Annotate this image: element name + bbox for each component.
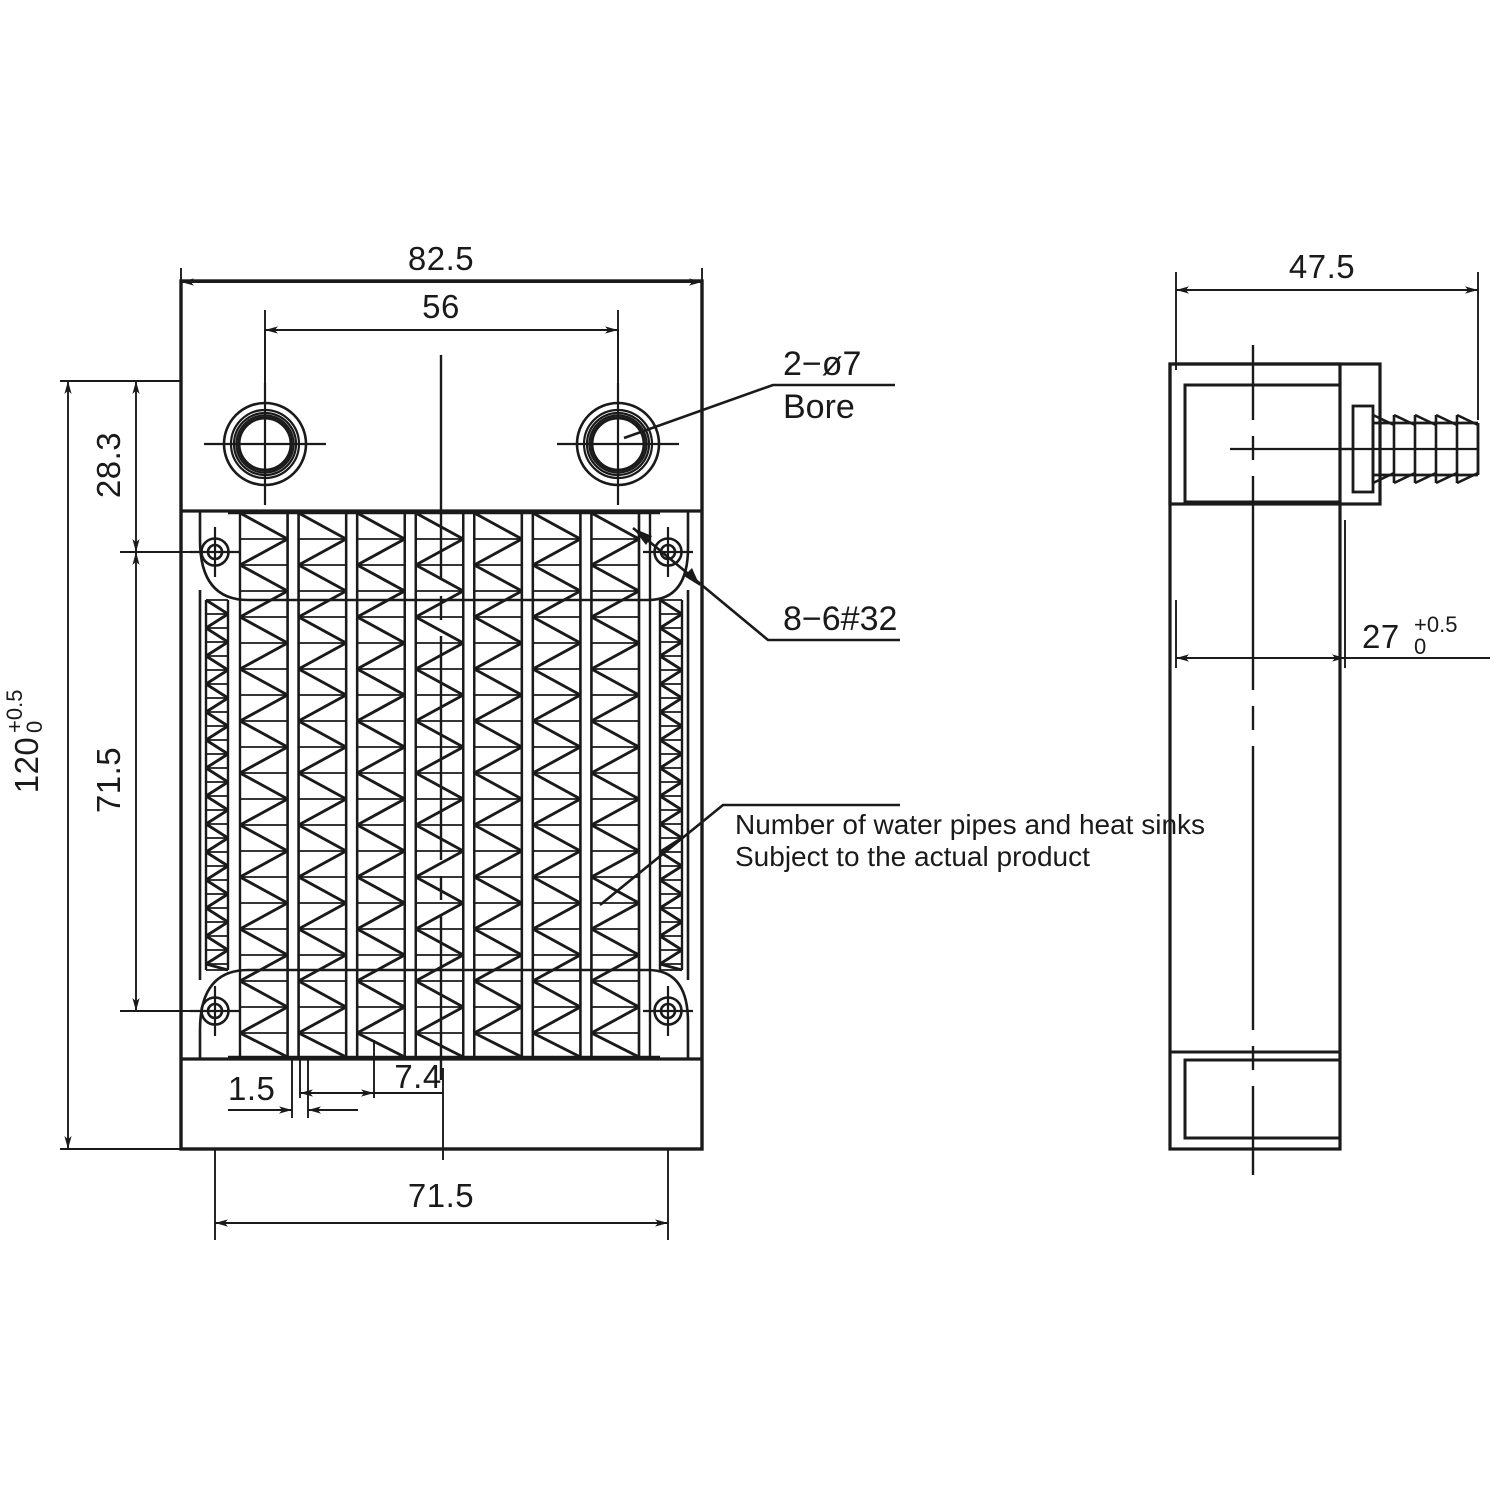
label-top-to-screw: 28.3 [90, 432, 127, 498]
leader-note [599, 803, 900, 907]
fin-column [473, 511, 524, 1059]
side-view-geometry [1168, 345, 1480, 1175]
leader-screw-arrowhead-b [684, 568, 700, 586]
leader-screw [632, 526, 900, 642]
front-view-callout-leaders [599, 383, 900, 907]
label-fin-thickness: 1.5 [228, 1070, 275, 1107]
label-overall-height-group: 120 +0.5 0 [2, 690, 47, 794]
water-tube [520, 513, 535, 1057]
bore-left [204, 383, 326, 505]
fin-column [204, 598, 230, 972]
fin-column [590, 511, 641, 1059]
front-view-dimension-labels: 82.5 56 120 +0.5 0 28.3 71.5 1.5 7.4 71.… [2, 240, 474, 1214]
screw-hole-bottom-right [643, 986, 693, 1036]
side-outer-body [1168, 362, 1342, 1151]
screw-hole-top-right [643, 527, 693, 577]
leader-screw-arrowhead-a [633, 528, 652, 545]
front-view-dimensions [60, 268, 703, 1240]
label-screw-vertical-spacing: 71.5 [90, 747, 127, 813]
label-body-width-tol-upper: +0.5 [1414, 612, 1457, 637]
fin-column [297, 511, 348, 1059]
note-line-2: Subject to the actual product [735, 841, 1090, 872]
label-tube-pitch: 7.4 [394, 1058, 441, 1095]
callout-bore-line1: 2−ø7 [783, 345, 861, 383]
label-body-width: 27 [1362, 618, 1400, 655]
side-top-port-inner [1183, 383, 1342, 504]
fin-column [238, 511, 289, 1059]
fin-column [355, 511, 406, 1059]
water-tube [286, 513, 300, 1057]
label-screw-horizontal-spacing: 71.5 [408, 1177, 474, 1214]
side-bottom-port-inner [1183, 1058, 1342, 1140]
label-top-to-screw-group: 28.3 [90, 432, 127, 498]
label-overall-height-tol-lower: 0 [22, 721, 47, 733]
front-view-callout-labels: 2−ø7 Bore 8−6#32 Number of water pipes a… [735, 345, 1205, 872]
label-overall-width: 82.5 [408, 240, 474, 277]
water-tube [403, 513, 417, 1057]
fin-column [414, 511, 465, 1059]
radiator-core-fins [204, 511, 684, 1059]
water-tube [344, 513, 359, 1057]
callout-bore-line2: Bore [783, 388, 855, 426]
leader-bore [623, 383, 895, 440]
label-overall-height: 120 [8, 737, 45, 794]
bore-right [557, 383, 679, 505]
side-view-dimensions [1175, 272, 1490, 668]
callout-screw-spec: 8−6#32 [783, 600, 897, 638]
fin-column [531, 511, 582, 1059]
label-screw-vspacing-group: 71.5 [90, 747, 127, 813]
core-edge-lines [228, 511, 660, 1059]
label-bore-spacing: 56 [422, 288, 460, 325]
water-tube [637, 513, 652, 1057]
label-overall-depth: 47.5 [1289, 248, 1355, 285]
front-view-geometry [179, 279, 704, 1151]
label-overall-height-tol-upper: +0.5 [2, 690, 27, 733]
water-tube [579, 513, 593, 1057]
note-line-1: Number of water pipes and heat sinks [735, 809, 1205, 840]
side-top-port-block [1168, 362, 1382, 506]
fin-column [658, 598, 684, 972]
water-tube [462, 513, 476, 1057]
side-view-dimension-labels: 47.5 27 +0.5 0 [1289, 248, 1458, 659]
label-body-width-tol-lower: 0 [1414, 634, 1426, 659]
